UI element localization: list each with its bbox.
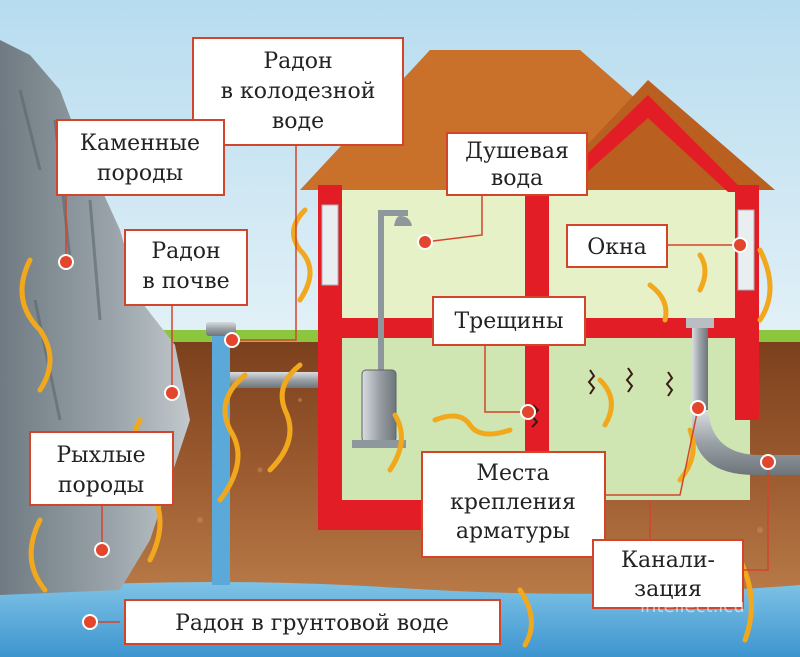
label-sewer-line2: зация — [634, 577, 702, 602]
label-soil: Радон в почве — [124, 229, 248, 306]
label-shower-line1: Душевая — [465, 139, 569, 164]
label-fittings-line3: арматуры — [456, 519, 570, 544]
label-shower: Душевая вода — [446, 132, 588, 196]
label-windows: Окна — [566, 224, 668, 268]
source-markers — [58, 234, 776, 630]
label-well-water-line1: Радон — [263, 49, 332, 74]
label-well-water: Радон в колодезной воде — [192, 37, 404, 146]
label-loose-rock-line1: Рыхлые — [56, 443, 145, 468]
label-fittings-line1: Места — [476, 461, 549, 486]
label-soil-line2: в почве — [142, 269, 229, 294]
label-rock: Каменные породы — [56, 119, 225, 196]
label-fittings-line2: крепления — [450, 490, 576, 515]
label-groundwater: Радон в грунтовой воде — [124, 599, 501, 645]
label-fittings: Места крепления арматуры — [421, 451, 606, 558]
label-loose-rock: Рыхлые породы — [29, 431, 174, 506]
watermark: intellect.icu — [640, 596, 745, 617]
roof-gable — [545, 80, 775, 190]
label-sewer-line1: Канали- — [621, 548, 715, 573]
label-cracks-line1: Трещины — [454, 309, 563, 334]
label-well-water-line3: воде — [272, 109, 324, 134]
label-soil-line1: Радон — [151, 239, 220, 264]
house — [300, 50, 800, 530]
label-windows-line1: Окна — [587, 235, 647, 260]
label-boxes: Радон в колодезной воде Каменные породы … — [29, 37, 744, 645]
label-well-water-line2: в колодезной — [221, 79, 376, 104]
label-sewer: Канали- зация — [592, 539, 744, 609]
label-rock-line2: породы — [97, 161, 183, 186]
label-loose-rock-line2: породы — [58, 473, 144, 498]
label-groundwater-line1: Радон в грунтовой воде — [175, 611, 449, 636]
label-shower-line2: вода — [491, 166, 543, 191]
leader-lines — [65, 145, 769, 623]
label-rock-line1: Каменные — [80, 131, 200, 156]
label-cracks: Трещины — [432, 296, 586, 346]
